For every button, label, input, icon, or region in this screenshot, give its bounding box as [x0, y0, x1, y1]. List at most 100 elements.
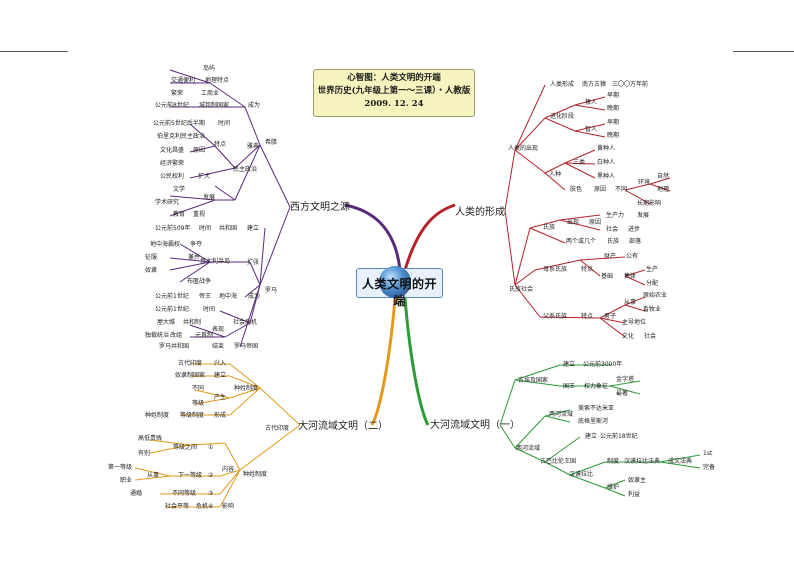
- node-r1-m6: 公元前18世纪: [600, 432, 638, 440]
- node-w-dem-who: 伯里克利: [157, 132, 181, 140]
- node-r2-c9: 从事: [147, 471, 159, 479]
- node-h-stage-2: 早期: [607, 91, 619, 99]
- node-r1-e5: 金字塔: [616, 375, 634, 383]
- node-r2-i11: 种姓制度: [234, 384, 258, 392]
- node-h-race-5: 肤色: [570, 185, 582, 193]
- node-w-r-19: 共和制: [183, 318, 201, 326]
- node-r2-i6: 不同: [192, 385, 204, 392]
- node-h-c-23: 原始农业: [643, 291, 667, 299]
- node-h-c-25: 主导地位: [622, 318, 646, 326]
- node-h-c-15: 集体: [624, 272, 636, 280]
- node-w-r-16: 时间: [203, 305, 215, 313]
- node-h-c-24: 畜牧业: [643, 305, 661, 313]
- node-r2-c13: 不同等级: [172, 489, 196, 497]
- node-r2-c6: 第一等级: [108, 463, 132, 471]
- node-r1-e4: 权力象征: [584, 382, 608, 390]
- node-h-origin-1: 人类形成: [550, 80, 574, 88]
- node-h-c-17: 分配: [646, 279, 658, 287]
- node-h-race-2: 黄种人: [597, 144, 615, 152]
- node-w-r-13: 帝王: [199, 292, 211, 300]
- node-h-c-10: 部落: [629, 237, 641, 245]
- node-h-c-8: 两个或几个: [566, 237, 596, 245]
- node-r1-m4: 古巴比伦王国: [540, 457, 576, 465]
- node-w-r-18: 屋大维: [157, 318, 175, 326]
- node-r2-c1: 内容: [222, 465, 234, 473]
- node-r1-e3: 国王: [563, 383, 575, 390]
- node-r2-c16: 危机: [196, 502, 208, 510]
- node-w-ex-2: 发展: [203, 193, 215, 201]
- node-r1-e1: 建立: [563, 360, 575, 368]
- branch-line-river1: [405, 298, 428, 425]
- node-r1-m10: 成文法典: [668, 457, 692, 465]
- node-h-race-3: 白种人: [597, 158, 615, 166]
- node-w-ex-5: 教育: [173, 210, 185, 218]
- node-r1-meso: 两河流域: [516, 444, 540, 452]
- node-h-c-14: 公有: [626, 252, 638, 260]
- node-h-stage-1: 猿人: [585, 98, 597, 106]
- center-label: 人类文明的开端: [357, 275, 442, 309]
- node-h-origin-3: 三〇〇万年前: [612, 80, 648, 88]
- node-h-c-27: 社会: [644, 332, 656, 340]
- node-r2-c4: ①: [208, 444, 213, 451]
- node-w-dem-result: 特点: [214, 140, 226, 148]
- node-r1-m0: 美索不达米亚: [578, 404, 614, 412]
- node-w-athens: 雅典: [247, 142, 259, 150]
- node-w-ex-1: 公民权利: [160, 172, 184, 180]
- node-r2-c14: ④: [208, 503, 213, 510]
- node-h-race: 人种: [549, 170, 561, 178]
- node-r2-i5: 种姓制度: [145, 411, 169, 419]
- node-w-r-emp: 成为: [248, 292, 260, 300]
- node-h-c-6: 社会: [606, 225, 618, 233]
- node-w-r-20: 表现: [212, 325, 224, 333]
- node-w-ex-6: 重视: [193, 210, 205, 218]
- node-r1-e2: 公元前3000年: [583, 360, 622, 368]
- node-r1-m13: 维护: [607, 483, 619, 491]
- node-h-c-4: 生产力: [606, 211, 624, 219]
- node-r2-c5: 有别: [138, 449, 150, 457]
- node-w-r-2: 时间: [199, 224, 211, 232]
- branch-line-human: [405, 205, 455, 270]
- node-w-r-26: 罗马帝国: [234, 342, 258, 350]
- node-r2-i8: 等级: [192, 399, 204, 407]
- node-h-c-26: 文化: [622, 332, 634, 340]
- node-w-rome: 罗马: [265, 286, 277, 294]
- node-w-r-24: 罗马共和国: [159, 342, 189, 350]
- branch-river1-label: 大河流域文明（一）: [430, 418, 520, 431]
- node-w-r-9: 征服: [145, 253, 157, 261]
- node-h-c-19: 父系氏族: [543, 312, 567, 320]
- node-w-r-17: 社会危机: [233, 318, 257, 326]
- node-h-stage-4: 智人: [585, 125, 597, 133]
- node-h-c-5: 发展: [637, 211, 649, 219]
- node-r2-c11: ③: [208, 490, 213, 497]
- node-h-c-20: 特点: [581, 312, 593, 320]
- node-r2-c2: 高低贵贱: [138, 434, 162, 442]
- node-w-greece: 希腊: [265, 138, 277, 146]
- node-h-c-7: 进步: [628, 225, 640, 233]
- node-h-c-12: 特点: [581, 265, 593, 273]
- node-w-growth-1: 公元前8世纪: [155, 101, 189, 109]
- node-h-c-13: 财产: [604, 252, 616, 260]
- node-h-c-21: 男子: [604, 313, 616, 320]
- node-w-geo-2: 交通便利: [171, 76, 195, 84]
- node-h-clan: 氏族社会: [509, 285, 533, 293]
- node-r2-c10: 职业: [120, 476, 132, 484]
- node-r1-m15: 利益: [628, 490, 640, 498]
- branch-line-west: [345, 205, 400, 270]
- node-r1-m9: 汉谟拉比法典: [624, 457, 660, 465]
- node-r1-m12: 完备: [703, 463, 715, 471]
- node-h-race-11: 长期影响: [637, 199, 661, 207]
- node-h-c-3: 原因: [589, 219, 601, 226]
- node-h-race-7: 不同: [615, 186, 627, 193]
- node-w-r-10: 奴隶: [145, 266, 157, 274]
- node-w-dem-3: 经济繁荣: [160, 159, 184, 167]
- node-h-c-16: 生产: [646, 265, 658, 273]
- node-h-race-1: 三类: [573, 158, 585, 166]
- node-w-dem-1: 民主政治: [181, 132, 205, 140]
- branch-line-river2: [372, 298, 395, 425]
- node-h-race-9: 自然: [657, 172, 669, 180]
- node-h-race-10: 地理: [657, 185, 669, 193]
- node-w-r-15: 公元前1世纪: [155, 305, 189, 313]
- node-w-geo-3: 繁荣: [171, 89, 183, 97]
- node-w-r-25: 结束: [212, 342, 224, 350]
- node-h-stage-6: 晚期: [607, 131, 619, 139]
